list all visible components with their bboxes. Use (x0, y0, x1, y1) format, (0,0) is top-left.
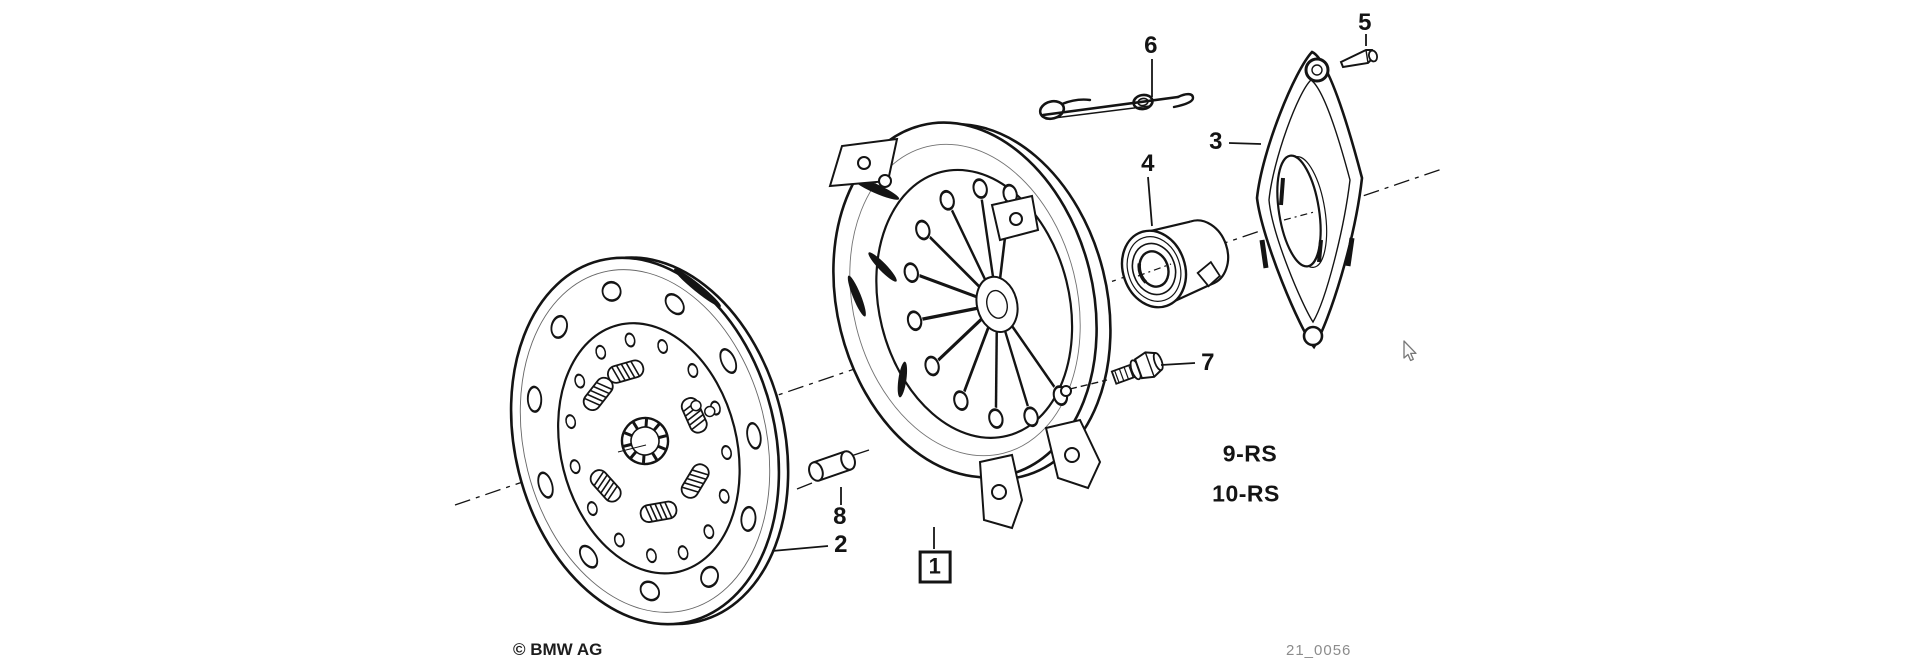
dowel-pin-drawing (796, 449, 870, 490)
pressure-plate-lugs (828, 137, 1102, 530)
release-lever-drawing (1255, 50, 1364, 350)
retaining-spring-drawing (1038, 92, 1195, 121)
callout-2[interactable]: 2 (834, 531, 848, 558)
splined-hub (620, 416, 670, 466)
callout-9-rs[interactable]: 9-RS (1222, 440, 1278, 467)
cursor-icon (1403, 340, 1417, 362)
callout-10-rs[interactable]: 10-RS (1212, 480, 1280, 507)
bolt-drawing (1110, 351, 1164, 385)
drawing-number: 21_0056 (1286, 642, 1352, 659)
callout-6[interactable]: 6 (1144, 32, 1158, 59)
release-bearing-drawing (1120, 219, 1230, 309)
pivot-pin-drawing (1339, 49, 1379, 69)
clutch-disc-drawing (509, 256, 790, 626)
copyright-notice: © BMW AG (513, 640, 603, 659)
callout-4[interactable]: 4 (1141, 150, 1155, 177)
callout-8[interactable]: 8 (833, 503, 847, 530)
callout-leader-lines (771, 34, 1367, 552)
callout-5[interactable]: 5 (1358, 9, 1372, 36)
callout-7[interactable]: 7 (1201, 349, 1215, 376)
callout-1[interactable]: 1 (918, 550, 952, 584)
callout-3[interactable]: 3 (1209, 128, 1223, 155)
pressure-plate-drawing (828, 121, 1112, 530)
